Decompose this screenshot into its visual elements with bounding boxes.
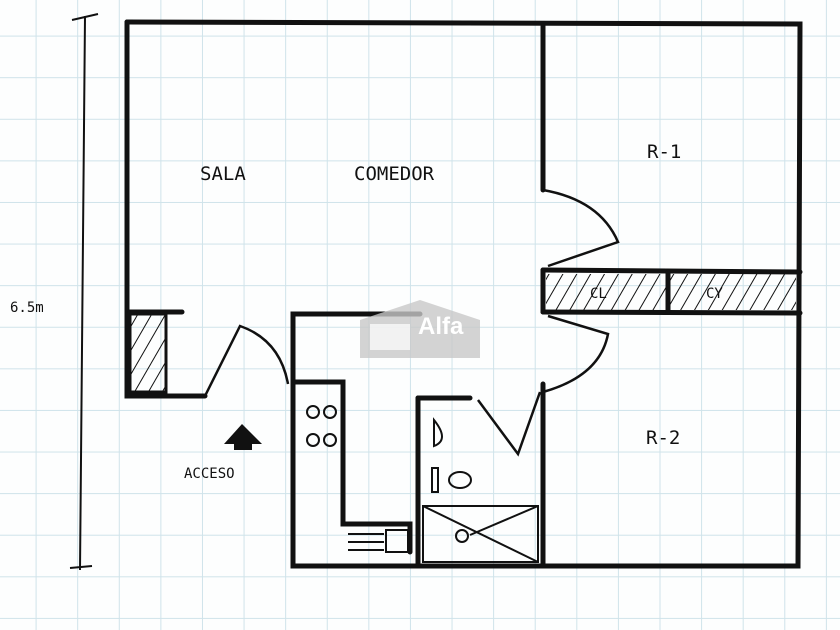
- entrance-arrow-icon: [224, 424, 262, 450]
- closet-cl: [546, 274, 666, 310]
- closet-label-cy: CY: [706, 286, 723, 302]
- door-swings: [203, 188, 620, 457]
- room-label-r1: R-1: [647, 141, 681, 163]
- room-label-r2: R-2: [646, 427, 680, 449]
- closet-cy: [670, 274, 796, 310]
- dimension-label: 6.5m: [10, 300, 44, 316]
- room-label-comedor: COMEDOR: [354, 163, 435, 185]
- entrance-label: ACCESO: [184, 466, 235, 482]
- room-label-sala: SALA: [200, 163, 246, 185]
- fixtures: [69, 13, 539, 571]
- walls: [124, 19, 803, 569]
- watermark-text: Alfa: [418, 313, 464, 340]
- closet-label-cl: CL: [590, 286, 607, 302]
- column-hatch: [128, 312, 168, 394]
- watermark-logo: [360, 300, 480, 358]
